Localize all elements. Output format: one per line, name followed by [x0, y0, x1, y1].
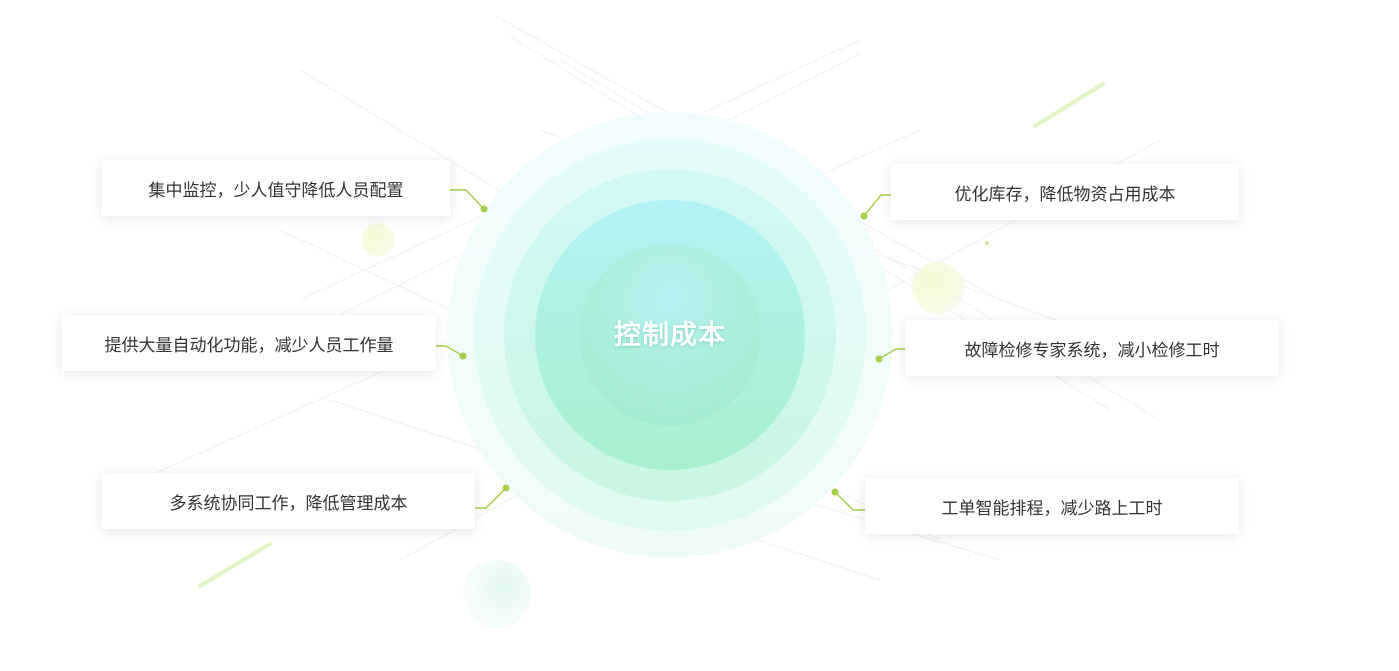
benefit-card: 多系统协同工作，降低管理成本 [102, 473, 475, 529]
connectors [436, 189, 905, 511]
benefit-card: 故障检修专家系统，减小检修工时 [905, 320, 1279, 376]
connector-dot [860, 212, 868, 220]
connector-dot [459, 352, 467, 360]
connector-dots [459, 205, 883, 496]
benefit-card-text: 工单智能排程，减少路上工时 [941, 498, 1163, 519]
bubble [463, 560, 531, 628]
connector-dot [502, 484, 510, 492]
benefit-card: 集中监控，少人值守降低人员配置 [102, 160, 450, 216]
benefit-card-text: 提供大量自动化功能，减少人员工作量 [104, 335, 394, 356]
bubble [912, 262, 964, 314]
bubble [985, 241, 989, 245]
connector-dot [480, 205, 488, 213]
benefit-card: 优化库存，降低物资占用成本 [891, 164, 1239, 220]
benefit-card: 工单智能排程，减少路上工时 [865, 478, 1239, 534]
core-circle [579, 244, 761, 426]
center-title: 控制成本 [614, 320, 726, 351]
bubble [361, 223, 395, 257]
accent-streak [1033, 82, 1105, 128]
connector-dot [831, 488, 839, 496]
benefit-card-text: 多系统协同工作，降低管理成本 [169, 493, 408, 514]
benefit-card: 提供大量自动化功能，减少人员工作量 [62, 315, 436, 371]
benefit-card-text: 故障检修专家系统，减小检修工时 [964, 340, 1220, 361]
connector-dot [875, 355, 883, 363]
benefit-card-text: 优化库存，降低物资占用成本 [954, 184, 1176, 205]
benefit-card-text: 集中监控，少人值守降低人员配置 [148, 180, 404, 201]
accent-streak [198, 542, 272, 588]
